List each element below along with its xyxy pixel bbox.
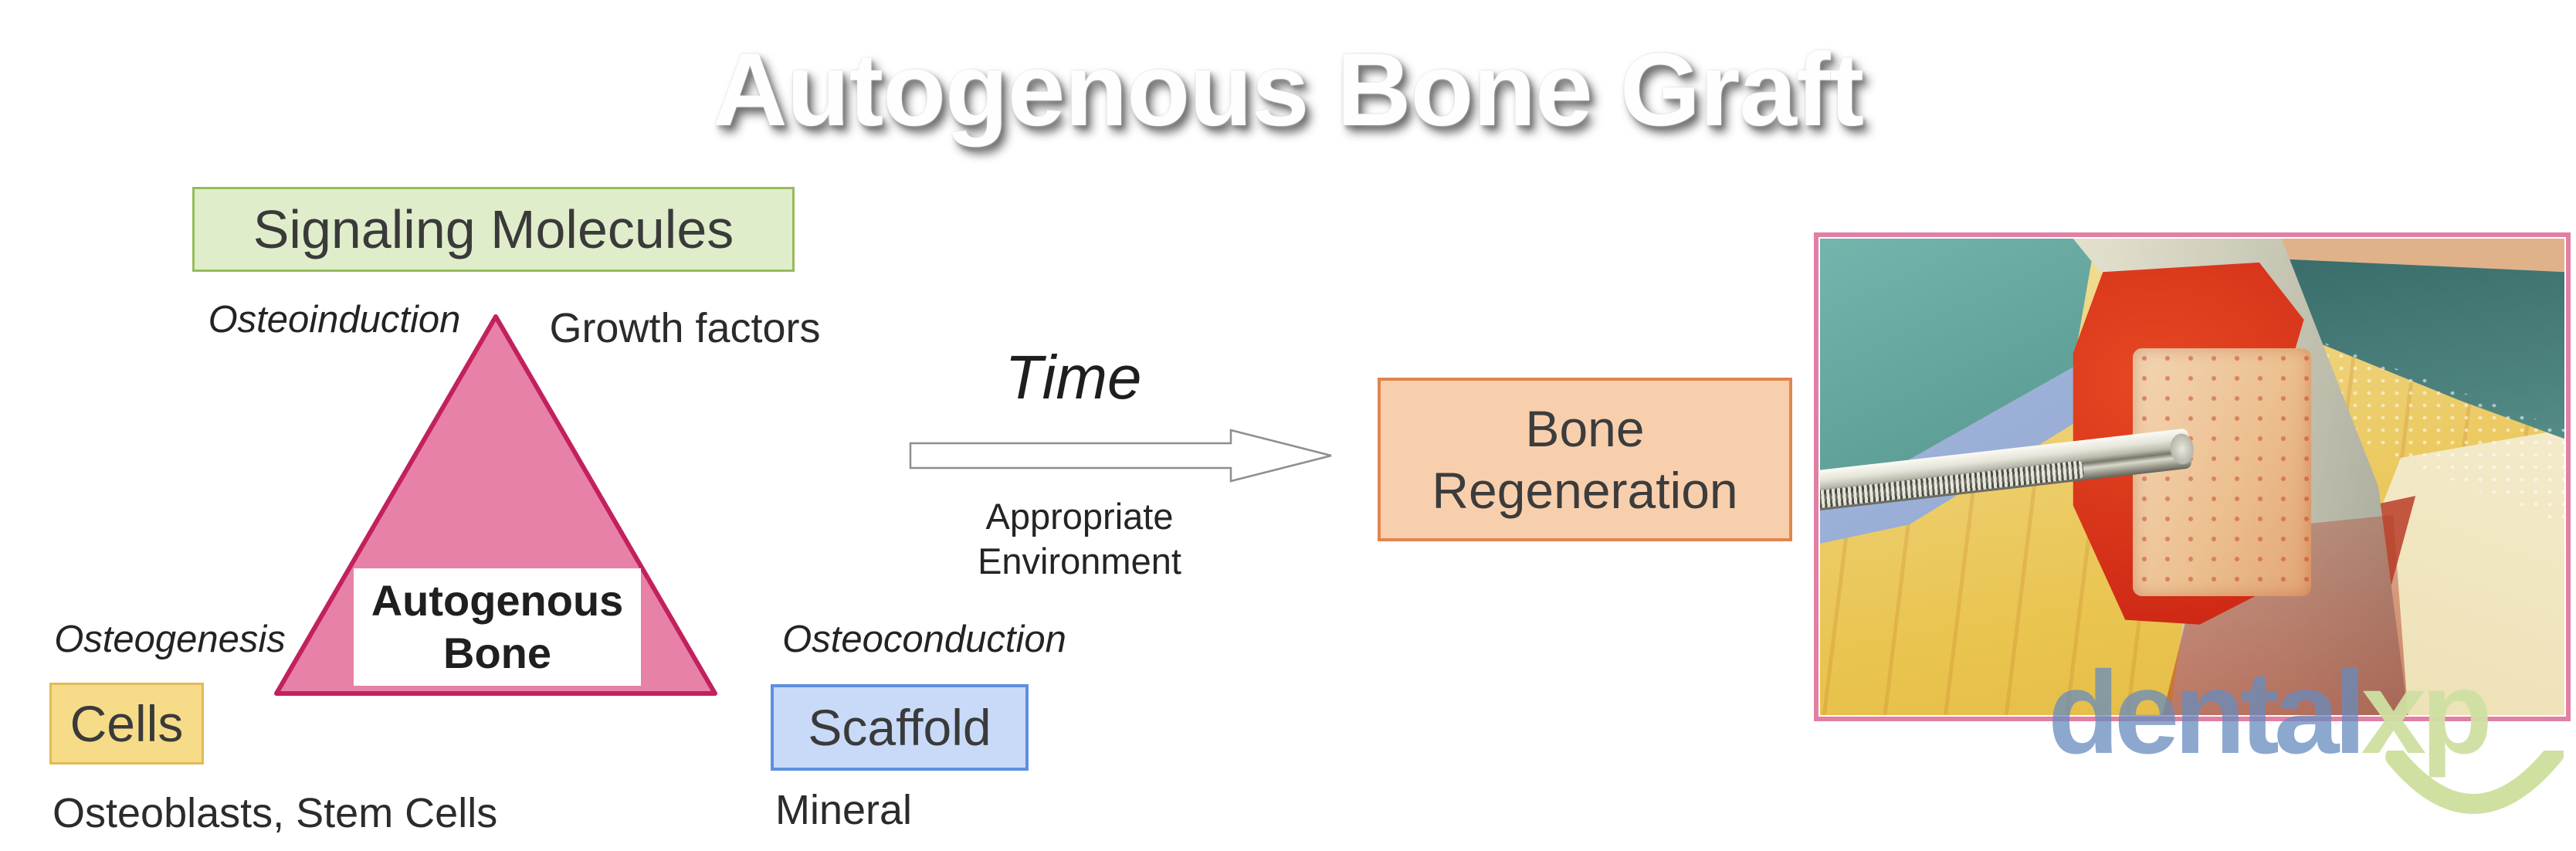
bone-regeneration-box: Bone Regeneration (1378, 378, 1792, 541)
appropriate-environment-label: Appropriate Environment (948, 494, 1211, 584)
scaffold-box: Scaffold (771, 684, 1029, 771)
time-arrow (909, 429, 1332, 483)
osteogenesis-label: Osteogenesis (54, 619, 286, 660)
cells-box: Cells (49, 683, 204, 765)
environment-line: Environment (978, 541, 1181, 581)
bone-regeneration-line2: Regeneration (1432, 462, 1738, 519)
surgical-photo-frame (1814, 232, 2571, 721)
osteoblasts-stem-cells-label: Osteoblasts, Stem Cells (53, 790, 498, 836)
page-title: Autogenous Bone Graft (712, 32, 1864, 147)
mineral-label: Mineral (775, 787, 913, 833)
scaffold-label: Scaffold (808, 699, 991, 756)
surgical-photo (1820, 239, 2564, 715)
cells-label: Cells (69, 695, 184, 752)
signaling-molecules-label: Signaling Molecules (253, 199, 734, 259)
autogenous-bone-center-box: Autogenous Bone (354, 568, 641, 686)
watermark-dental-text: dental (2048, 647, 2367, 778)
growth-factors-label: Growth factors (549, 305, 821, 351)
autogenous-bone-line2: Bone (443, 629, 551, 677)
time-arrow-shape (909, 429, 1332, 483)
photo-bone-block (2132, 348, 2312, 596)
watermark-smile-icon (2385, 751, 2564, 814)
osteoconduction-label: Osteoconduction (782, 619, 1066, 660)
time-label: Time (1005, 343, 1142, 412)
osteoinduction-label: Osteoinduction (208, 299, 461, 341)
appropriate-line: Appropriate (985, 496, 1174, 537)
bone-regeneration-line1: Bone (1525, 400, 1645, 457)
watermark-xp-text: xp (2361, 647, 2493, 778)
autogenous-bone-line1: Autogenous (371, 576, 624, 625)
dentalxp-watermark: dentalxp (2048, 646, 2493, 781)
signaling-molecules-box: Signaling Molecules (192, 187, 795, 272)
